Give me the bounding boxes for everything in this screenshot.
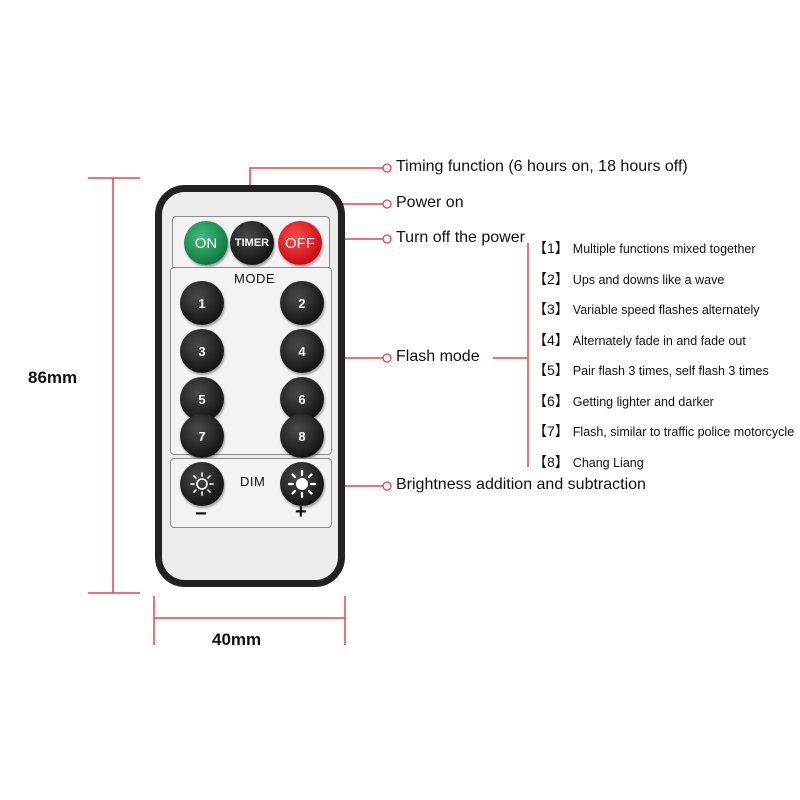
flash-mode-item-5: 【5】Pair flash 3 times, self flash 3 time… [533,362,769,378]
mode-button-1[interactable]: 1 [180,281,224,325]
flash-mode-item-1: 【1】Multiple functions mixed together [533,240,756,256]
power-off-dot [382,234,392,244]
plus-sign: + [295,501,307,523]
flash-mode-dot [382,353,392,363]
flash-mode-item-3: 【3】Variable speed flashes alternately [533,301,760,317]
brightness-dot [382,481,392,491]
mode-button-6[interactable]: 6 [280,377,324,421]
dim-up-button[interactable] [280,462,324,506]
dim-panel: DIM − + [170,458,332,528]
off-button[interactable]: OFF [278,221,322,265]
minus-sign: − [195,503,207,525]
width-dimension-label: 40mm [212,630,262,649]
on-button[interactable]: ON [184,221,228,265]
mode-button-4[interactable]: 4 [280,329,324,373]
flash-mode-item-4: 【4】Alternately fade in and fade out [533,332,746,348]
mode-button-2[interactable]: 2 [280,281,324,325]
sun-large-icon [288,470,316,498]
flash-mode-callout: Flash mode [396,348,480,365]
height-dimension-label: 86mm [28,368,78,387]
power-off-callout: Turn off the power [396,229,525,246]
power-panel: ON TIMER OFF [172,216,330,270]
dim-down-button[interactable] [180,462,224,506]
flash-mode-item-2: 【2】Ups and downs like a wave [533,271,725,287]
dim-label: DIM [240,474,266,489]
sun-small-icon [190,472,214,496]
power-on-dot [382,199,392,209]
power-on-callout: Power on [396,194,464,211]
mode-label: MODE [234,271,275,286]
flash-mode-item-6: 【6】Getting lighter and darker [533,393,714,409]
mode-button-3[interactable]: 3 [180,329,224,373]
flash-mode-item-8: 【8】Chang Liang [533,454,644,470]
remote-control: ON TIMER OFF MODE 1 2 3 4 5 6 7 8 DIM [155,185,345,587]
mode-panel: MODE 1 2 3 4 5 6 7 8 [170,267,332,458]
flash-mode-item-7: 【7】Flash, similar to traffic police moto… [533,423,795,439]
mode-button-5[interactable]: 5 [180,377,224,421]
timing-callout: Timing function (6 hours on, 18 hours of… [396,158,688,175]
brightness-callout: Brightness addition and subtraction [396,476,646,493]
mode-button-7[interactable]: 7 [180,414,224,458]
timer-button[interactable]: TIMER [230,221,274,265]
mode-button-8[interactable]: 8 [280,414,324,458]
timing-dot [382,163,392,173]
